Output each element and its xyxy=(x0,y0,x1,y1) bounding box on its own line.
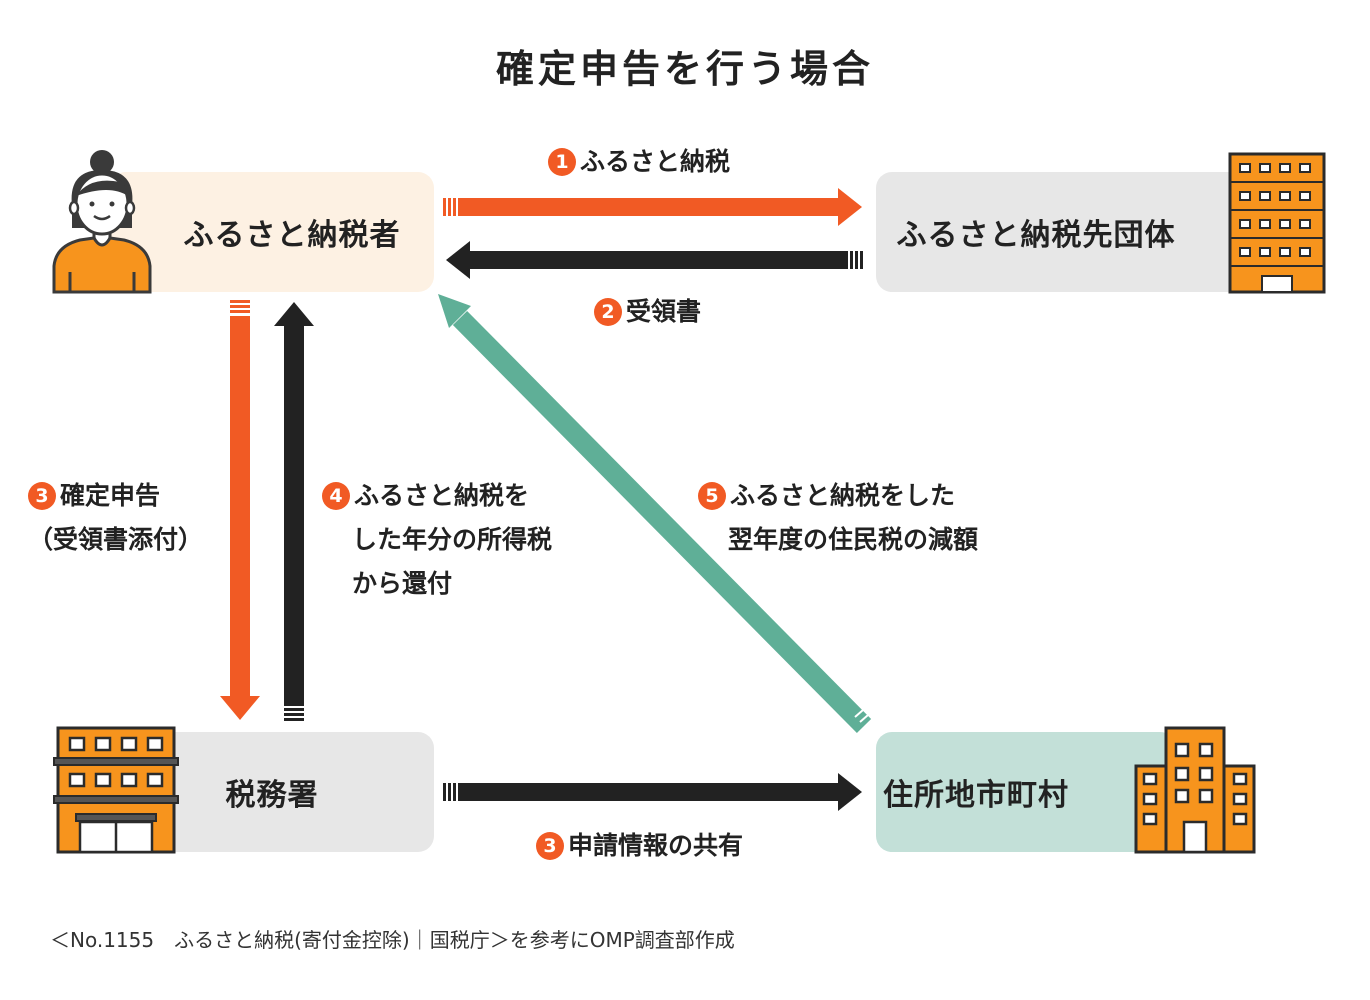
step-3a-line2: （受領書添付） xyxy=(28,525,204,554)
step-2-number: 2 xyxy=(594,298,622,326)
source-footnote: ＜No.1155 ふるさと納税(寄付金控除)｜国税庁＞を参考にOMP調査部作成 xyxy=(50,928,735,952)
arrow-5-resident-tax-reduction xyxy=(438,294,877,734)
taxpayer-box: ふるさと納税者 xyxy=(110,172,434,292)
step-3a-line1: 確定申告 xyxy=(60,481,161,510)
step-4-line3: から還付 xyxy=(352,569,453,598)
recipient-group-label: ふるさと納税先団体 xyxy=(896,218,1176,253)
tax-office-box: 税務署 xyxy=(150,732,434,852)
person-icon xyxy=(52,150,152,294)
arrow-2-receipt xyxy=(446,241,863,279)
municipality-label: 住所地市町村 xyxy=(883,778,1069,813)
step-5-line1: ふるさと納税をした xyxy=(730,481,956,510)
arrow-4-refund xyxy=(274,302,314,721)
city-hall-building-icon xyxy=(1134,726,1256,854)
step-5-line2: 翌年度の住民税の減額 xyxy=(728,525,979,554)
recipient-group-box: ふるさと納税先団体 xyxy=(876,172,1256,292)
arrow-1-donation xyxy=(443,188,862,226)
office-building-icon xyxy=(1228,152,1326,294)
arrow-3-info-share xyxy=(443,773,862,811)
arrow-3-tax-return xyxy=(220,300,260,720)
tax-office-building-icon xyxy=(53,726,179,854)
municipality-box: 住所地市町村 xyxy=(876,732,1176,852)
step-4-line1: ふるさと納税を xyxy=(354,481,530,510)
step-2-text: 受領書 xyxy=(626,297,702,326)
step-3b-number: 3 xyxy=(536,832,564,860)
step-3b-text: 申請情報の共有 xyxy=(568,831,744,860)
step-1-number: 1 xyxy=(548,148,576,176)
diagram-title: 確定申告を行う場合 xyxy=(495,47,874,91)
step-5-number: 5 xyxy=(698,482,726,510)
step-3a-number: 3 xyxy=(28,482,56,510)
step-4-line2: した年分の所得税 xyxy=(352,525,553,554)
taxpayer-label: ふるさと納税者 xyxy=(183,218,401,253)
tax-office-label: 税務署 xyxy=(225,778,319,813)
step-1-text: ふるさと納税 xyxy=(580,147,731,176)
step-4-number: 4 xyxy=(322,482,350,510)
